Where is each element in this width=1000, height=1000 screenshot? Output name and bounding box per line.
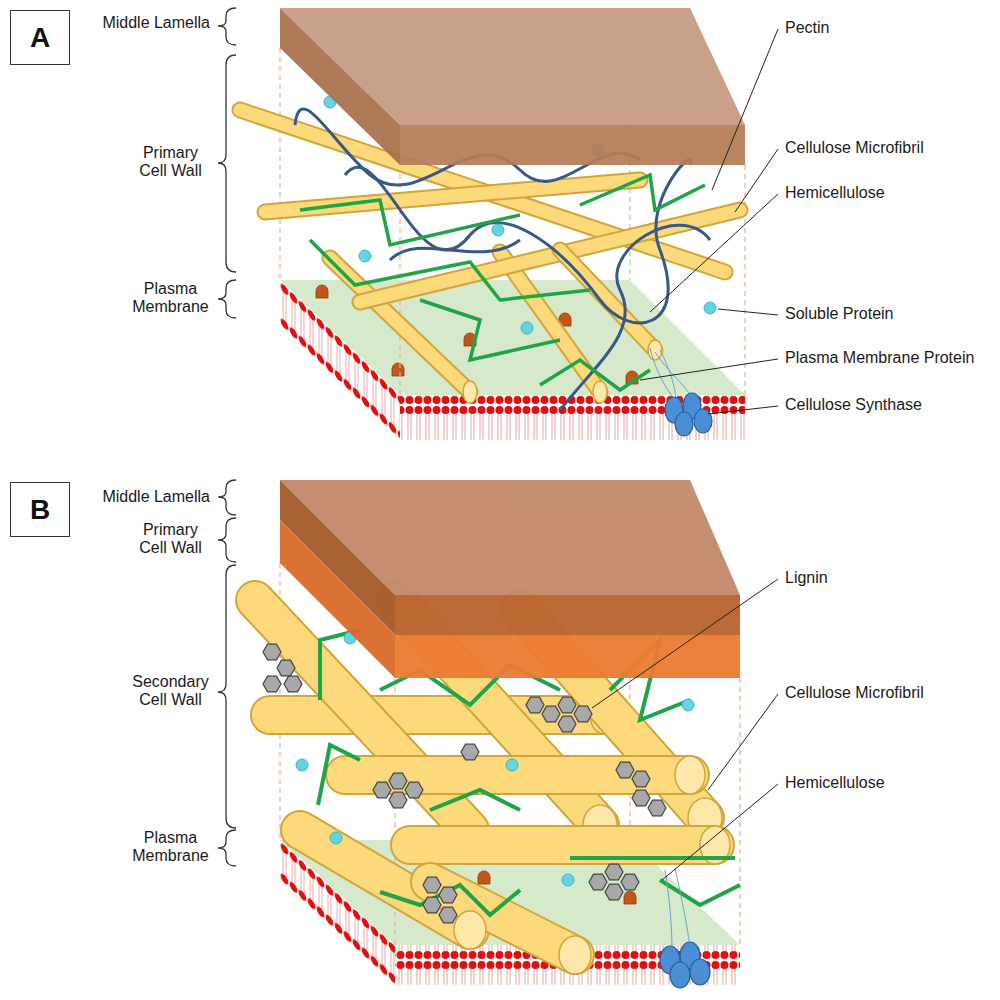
callout-label: Plasma Membrane Protein: [785, 349, 974, 367]
layer-label: Middle Lamella: [60, 488, 210, 506]
brackets-b: [218, 480, 236, 866]
layer-label: Plasma Membrane: [128, 280, 213, 317]
layer-label: Primary Cell Wall: [128, 144, 213, 181]
callout-label: Hemicellulose: [785, 184, 885, 202]
lignin-b: [263, 644, 666, 923]
layer-label: Middle Lamella: [60, 14, 210, 32]
callout-label: Lignin: [785, 569, 828, 587]
layer-label: Secondary Cell Wall: [128, 673, 213, 710]
cellulose-synthase-a: [650, 348, 712, 436]
panel-letter: B: [30, 494, 50, 526]
callout-label: Soluble Protein: [785, 305, 894, 323]
callout-label: Cellulose Synthase: [785, 396, 922, 414]
wall-slab-b: [280, 480, 740, 678]
cellulose-synthase-b: [660, 868, 710, 988]
hemicellulose-a: [300, 175, 705, 390]
leader-lines-a: [640, 29, 778, 414]
layer-label: Primary Cell Wall: [128, 521, 213, 558]
leader-lines-b: [592, 579, 778, 880]
panel-letter-box: B: [10, 482, 70, 537]
callout-label: Pectin: [785, 19, 829, 37]
panel-letter-box: A: [10, 10, 70, 65]
callout-label: Hemicellulose: [785, 774, 885, 792]
middle-lamella-slab-a: [280, 8, 745, 165]
hemicellulose-b: [318, 630, 740, 915]
brackets-a: [218, 8, 236, 318]
panel-letter: A: [30, 22, 50, 54]
membrane-a: [280, 280, 745, 440]
callout-label: Cellulose Microfibril: [785, 684, 924, 702]
callout-label: Cellulose Microfibril: [785, 139, 924, 157]
layer-label: Plasma Membrane: [128, 829, 213, 866]
